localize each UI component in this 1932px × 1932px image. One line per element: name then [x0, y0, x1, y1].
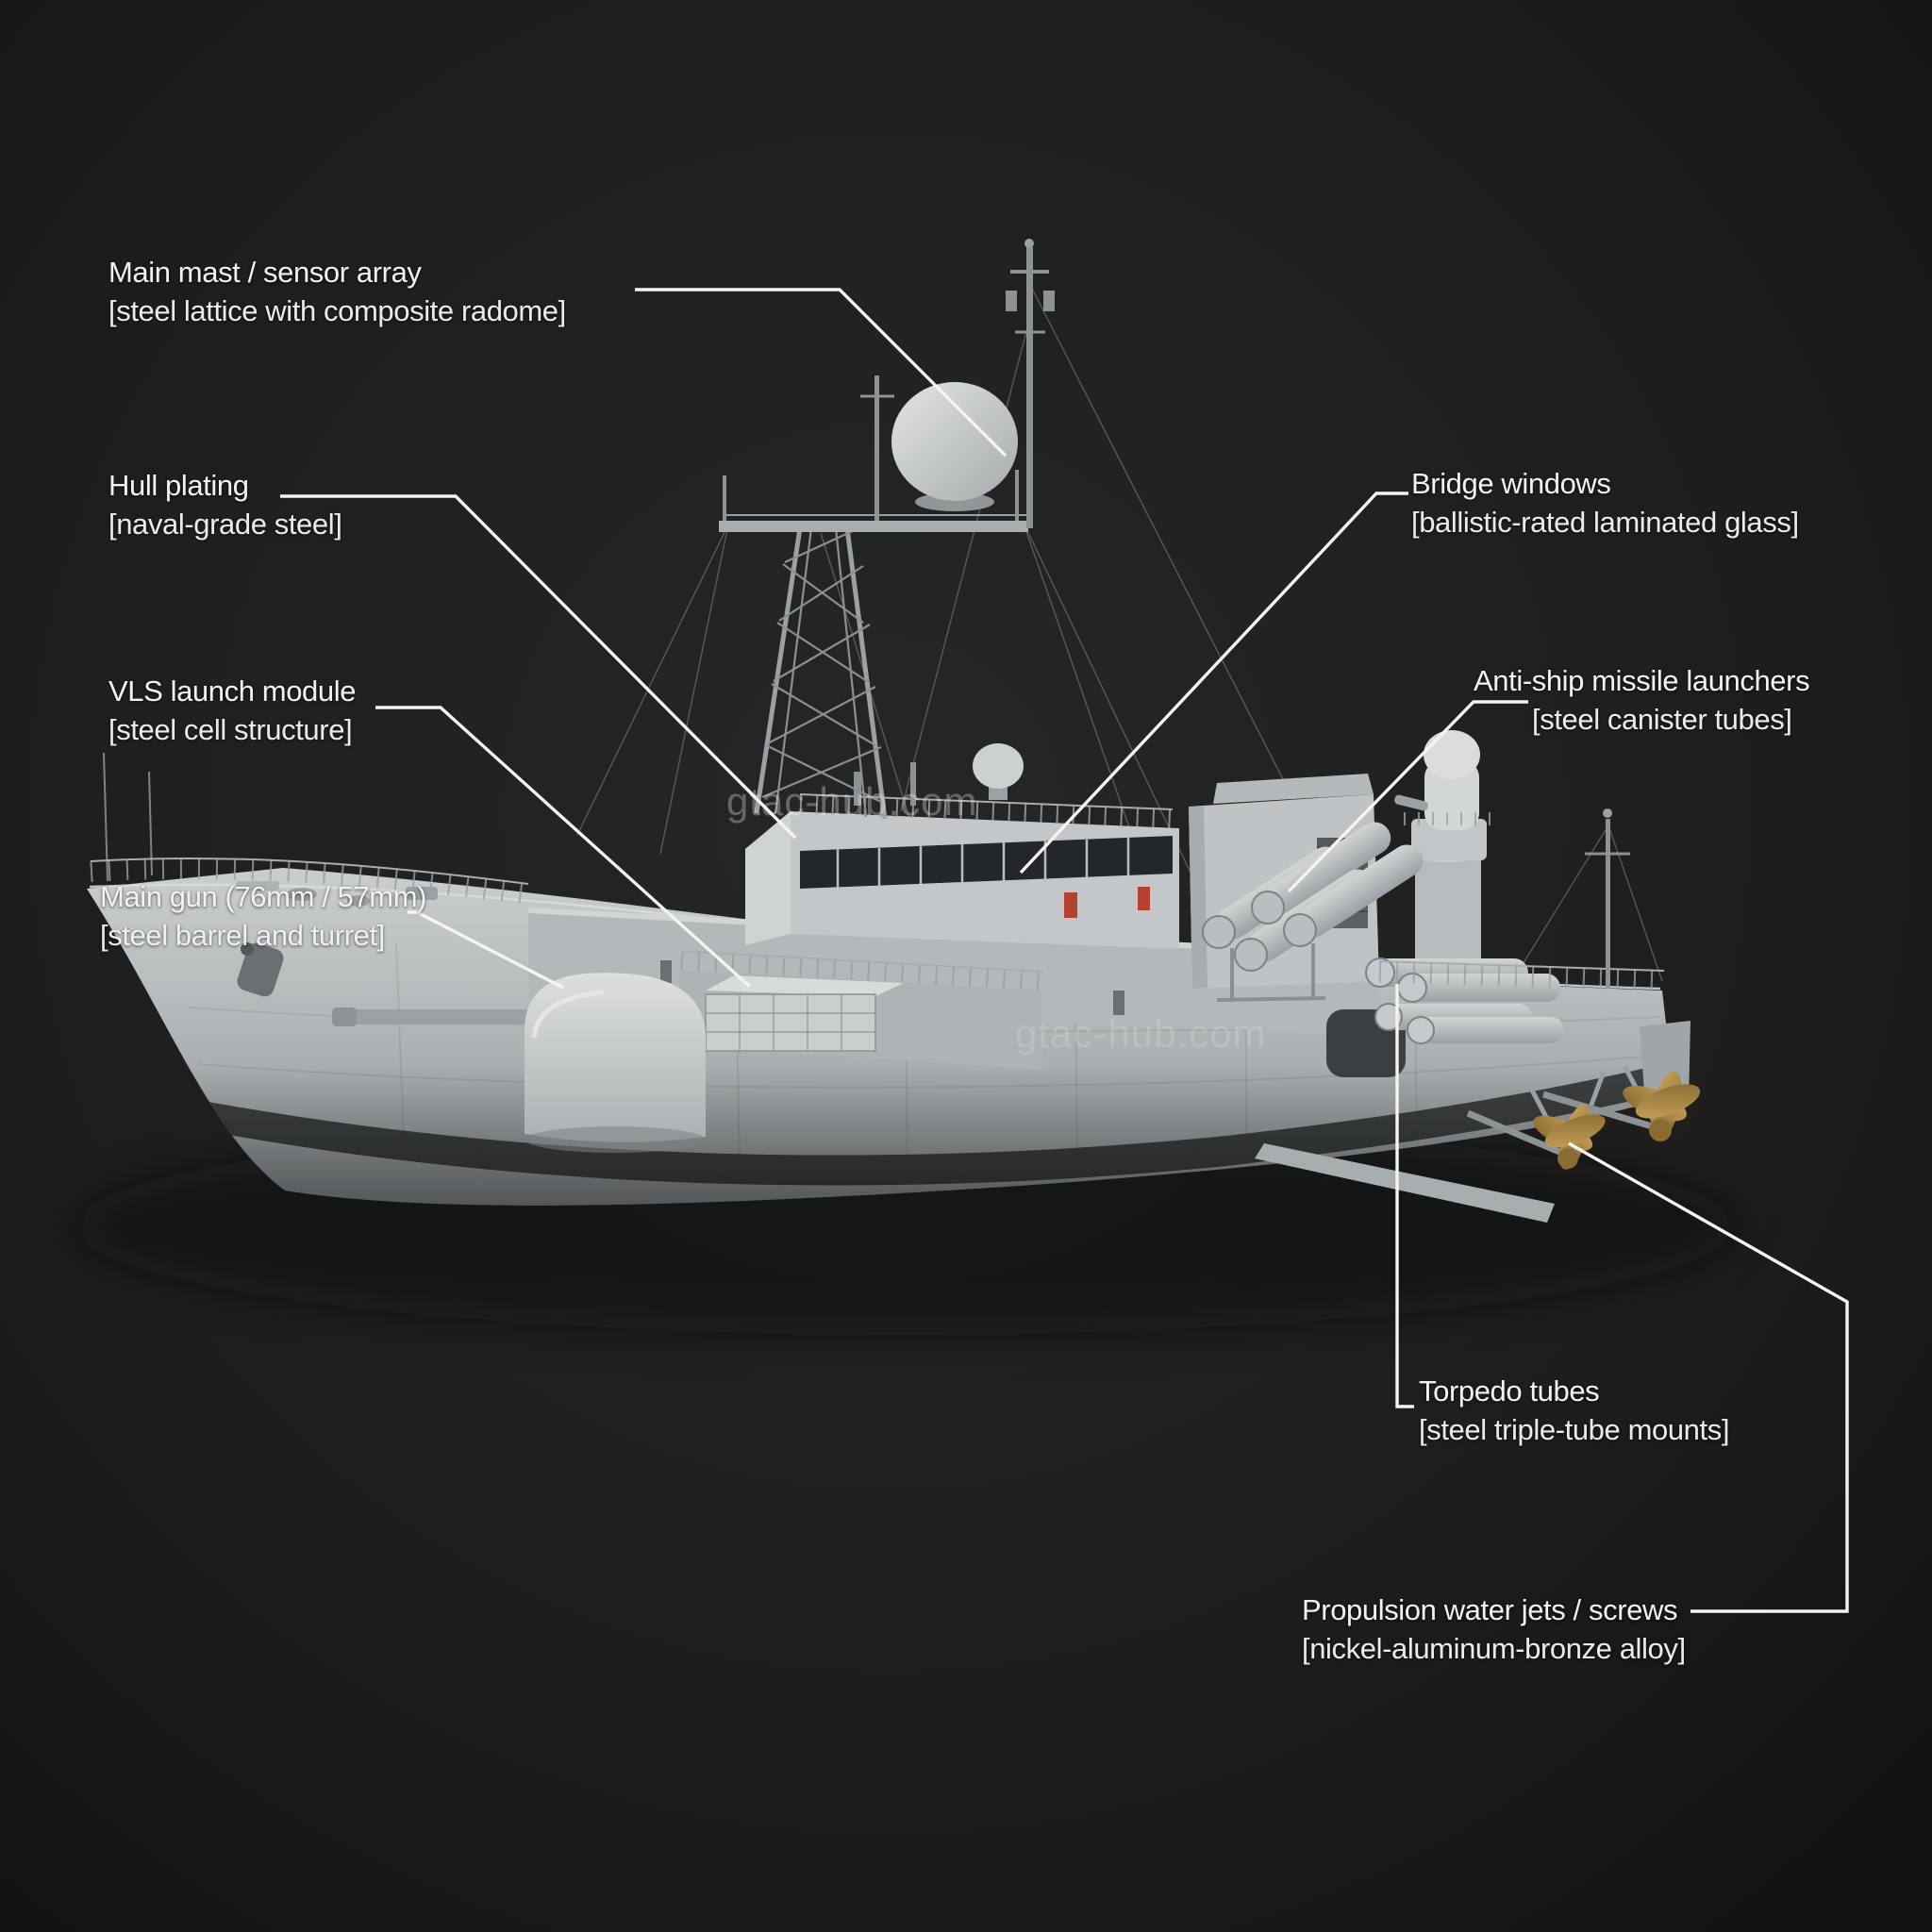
life-ring-box	[1138, 887, 1150, 910]
leader-lines	[280, 288, 1849, 1613]
label-vls-module: VLS launch module [steel cell structure]	[108, 672, 356, 749]
label-spec: [steel triple-tube mounts]	[1419, 1413, 1730, 1446]
leader-main-mast	[635, 288, 1008, 458]
stern-mast	[1585, 808, 1630, 989]
bow-railing	[90, 857, 530, 905]
propellers	[1255, 1021, 1701, 1223]
torpedo-tubes	[1365, 958, 1564, 1044]
label-spec: [nickel-aluminum-bronze alloy]	[1302, 1632, 1686, 1665]
bridge-windows-band	[800, 836, 1173, 889]
label-bridge-windows: Bridge windows [ballistic-rated laminate…	[1411, 464, 1799, 541]
leader-vls	[375, 706, 752, 989]
label-spec: [steel canister tubes]	[1532, 703, 1792, 736]
label-spec: [steel cell structure]	[108, 713, 353, 746]
ciws-radome	[1424, 730, 1480, 779]
mast-platform	[719, 521, 1028, 532]
label-torpedo-tubes: Torpedo tubes [steel triple-tube mounts]	[1419, 1372, 1729, 1449]
leader-bridge	[1019, 491, 1408, 874]
label-spec: [steel barrel and turret]	[100, 919, 385, 952]
label-title: VLS launch module	[108, 675, 357, 708]
radome	[891, 382, 1018, 511]
label-title: Bridge windows	[1411, 467, 1611, 500]
top-mast-pole	[1006, 239, 1055, 528]
label-propulsion: Propulsion water jets / screws [nickel-a…	[1302, 1591, 1686, 1668]
leader-torpedo	[1395, 984, 1414, 1408]
label-missile-launchers: Anti-ship missile launchers [steel canis…	[1474, 661, 1810, 739]
radome-dome	[891, 382, 1018, 501]
label-title: Main mast / sensor array	[108, 256, 422, 289]
label-title: Hull plating	[108, 469, 249, 502]
label-spec: [naval-grade steel]	[108, 508, 342, 541]
nav-radome	[973, 743, 1024, 800]
propeller-starboard	[1623, 1071, 1701, 1141]
label-title: Torpedo tubes	[1419, 1374, 1600, 1407]
label-title: Propulsion water jets / screws	[1302, 1593, 1678, 1626]
label-title: Anti-ship missile launchers	[1474, 664, 1810, 697]
vls-module	[679, 950, 1043, 1070]
leader-hull	[280, 494, 797, 840]
stern-deck	[1378, 808, 1665, 991]
watermark: gtac-hub.com	[1015, 1011, 1267, 1056]
label-hull-plating: Hull plating [naval-grade steel]	[108, 466, 342, 543]
leader-missiles	[1287, 700, 1528, 893]
label-main-gun: Main gun (76mm / 57mm) [steel barrel and…	[100, 877, 426, 955]
gun-barrel	[332, 1009, 535, 1024]
life-ring-box	[1064, 892, 1077, 918]
leader-propulsion	[1568, 1141, 1849, 1613]
bridge	[745, 743, 1179, 949]
main-mast	[719, 239, 1055, 820]
label-title: Main gun (76mm / 57mm)	[100, 880, 427, 913]
label-main-mast: Main mast / sensor array [steel lattice …	[108, 253, 566, 330]
label-spec: [ballistic-rated laminated glass]	[1411, 506, 1799, 539]
anchor	[237, 942, 284, 997]
leader-main-gun	[408, 910, 564, 990]
main-gun-turret	[332, 973, 706, 1153]
propeller-port	[1533, 1104, 1606, 1170]
label-spec: [steel lattice with composite radome]	[108, 294, 566, 327]
warship	[87, 239, 1701, 1223]
watermark: gtac-hub.com	[726, 779, 978, 824]
